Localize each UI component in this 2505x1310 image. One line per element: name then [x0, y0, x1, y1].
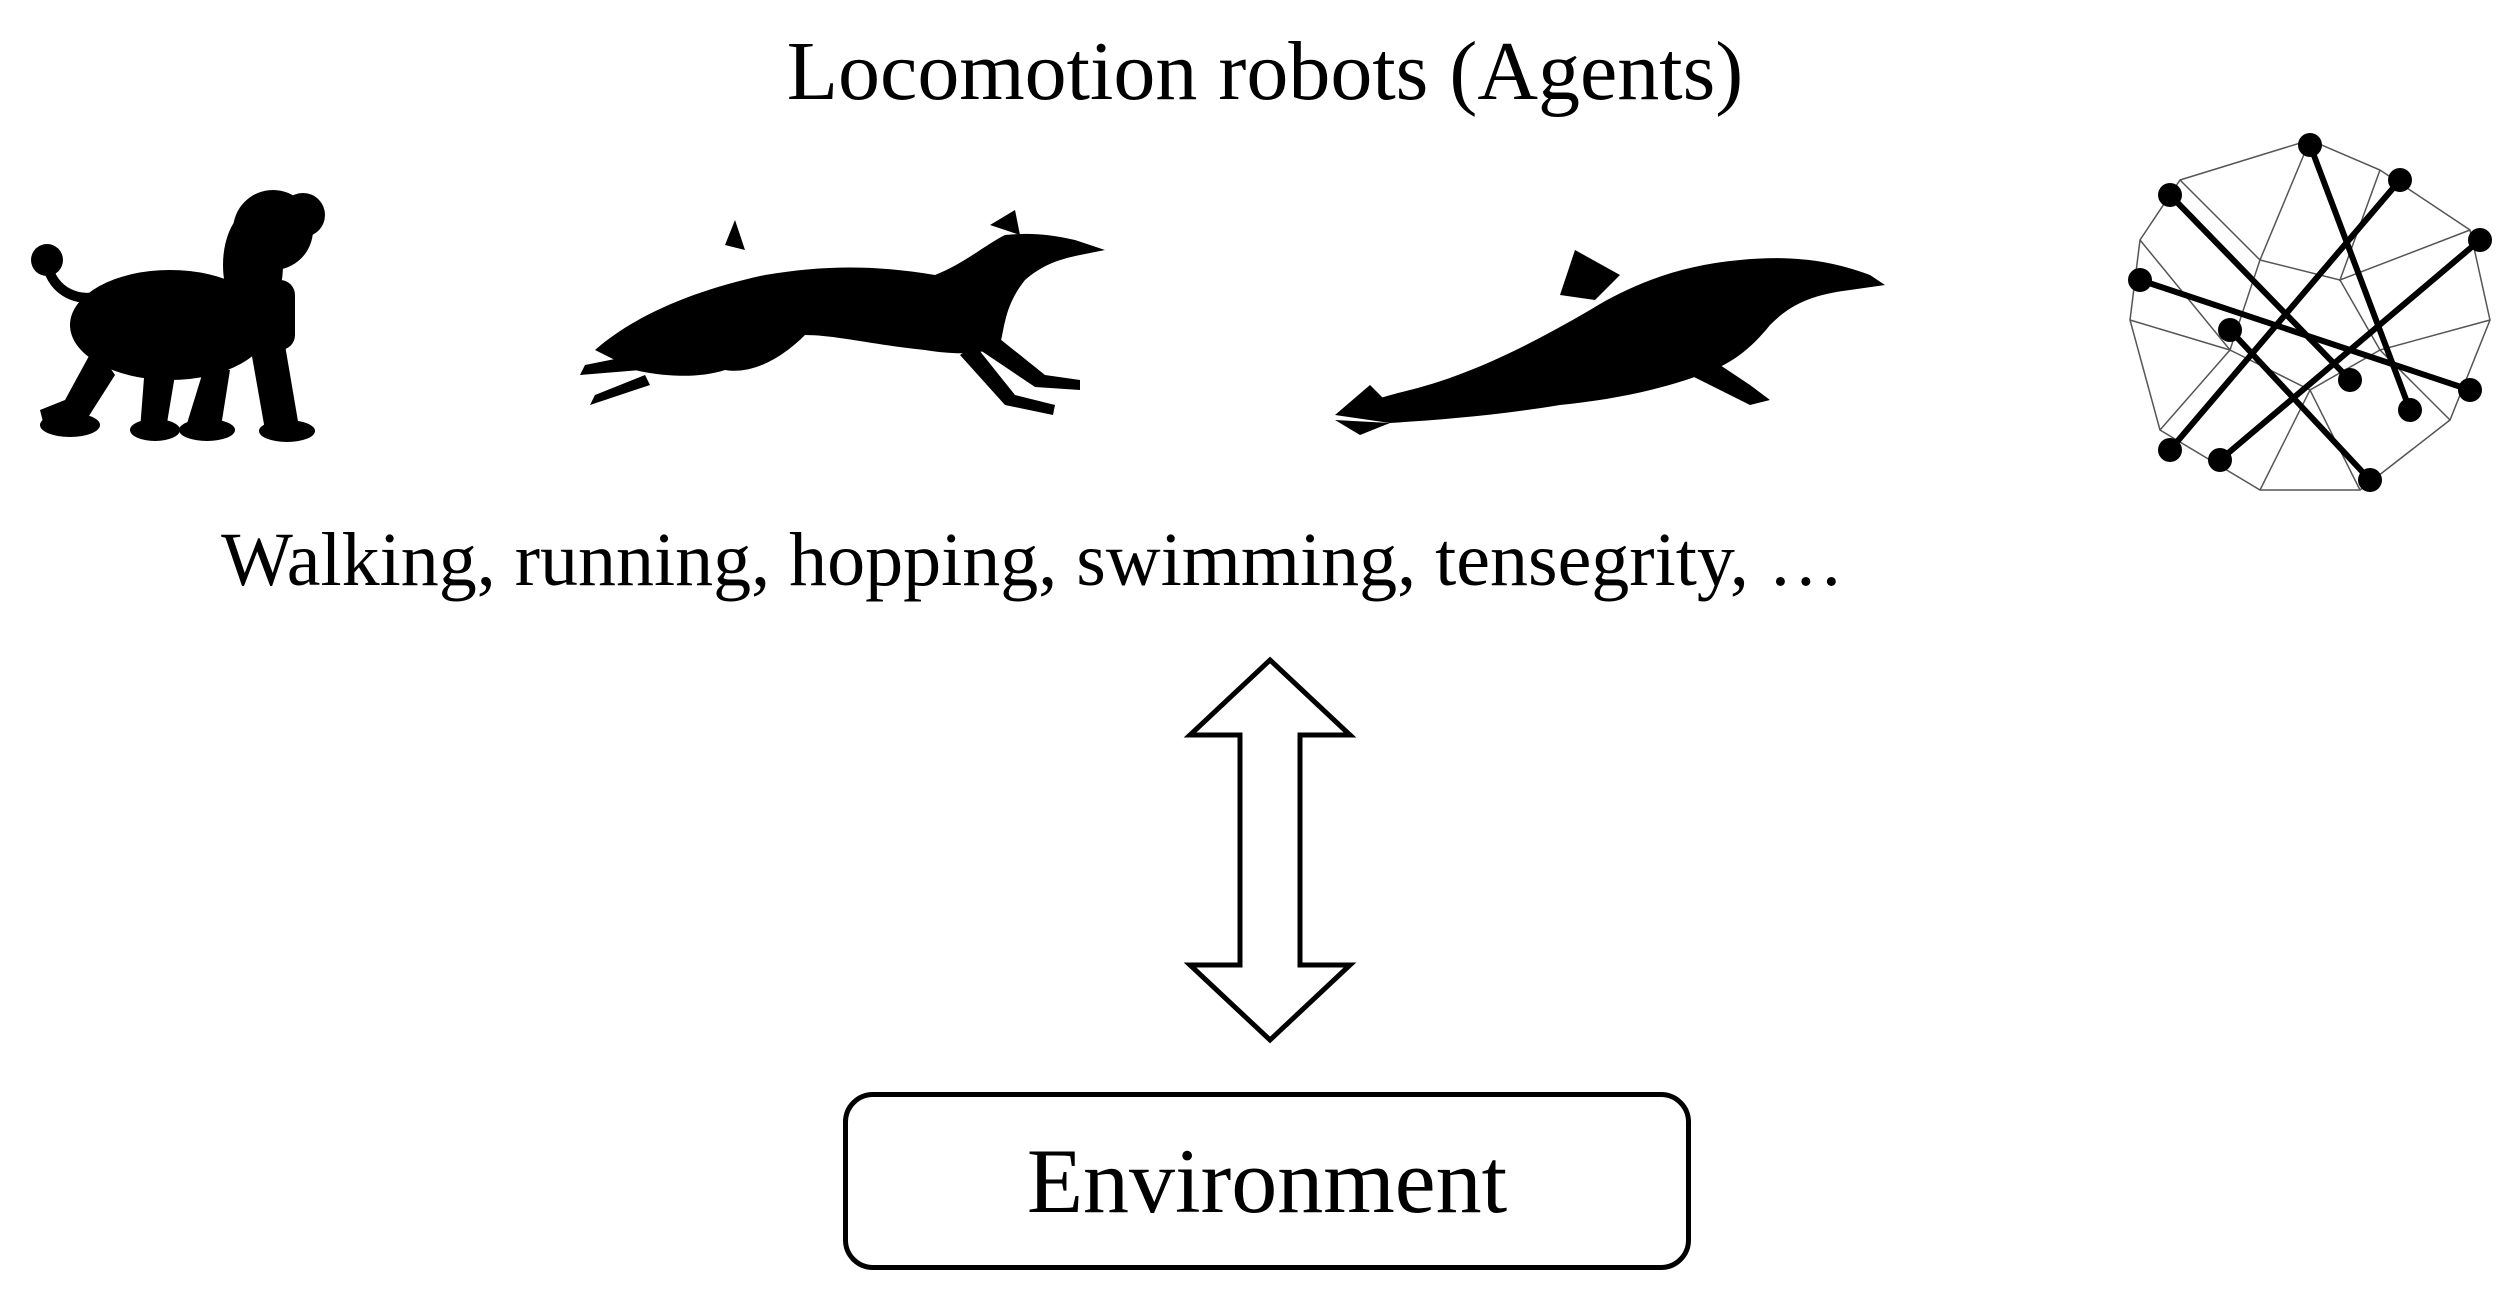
dog-robot-silhouette [31, 190, 325, 442]
environment-label: Environment [1026, 1130, 1508, 1232]
double-headed-arrow [1183, 656, 1357, 1044]
greyhound-robot-silhouette [580, 210, 1105, 415]
dolphin-robot-silhouette [1335, 250, 1885, 435]
environment-box: Environment [843, 1092, 1691, 1270]
behavior-list: Walking, running, hopping, swimming, ten… [221, 518, 1844, 602]
tensegrity-robot [2128, 133, 2492, 492]
diagram-title: Locomotion robots (Agents) [786, 25, 1744, 118]
